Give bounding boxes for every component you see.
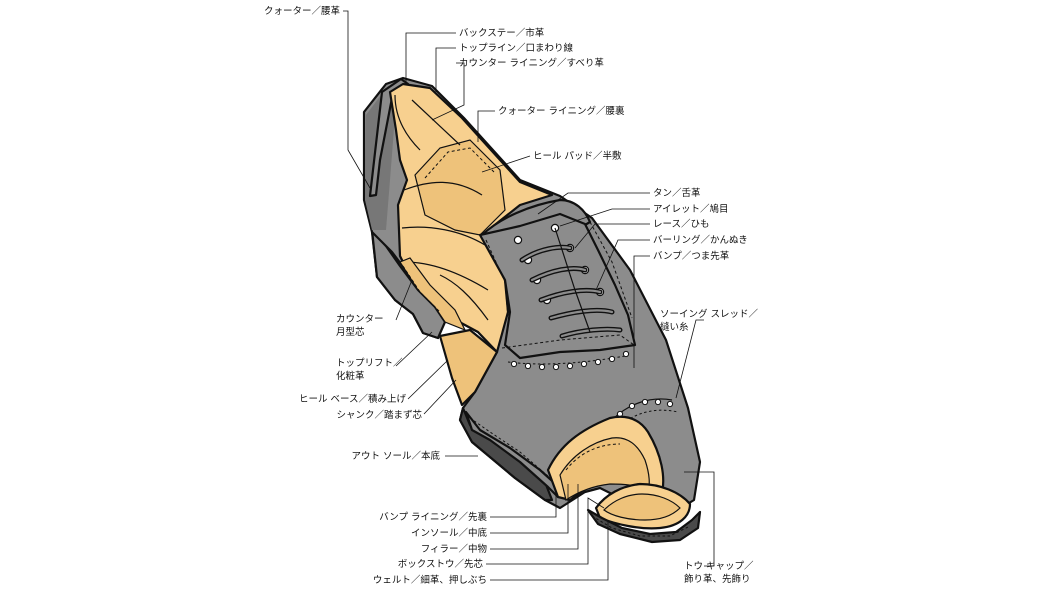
shank [438, 328, 499, 407]
part-labels: クォーター／腰革 バックステー／市革 トップライン／口まわり線 カウンター ライ… [264, 5, 759, 586]
backstay [368, 77, 410, 198]
box-toe [603, 493, 681, 521]
label-top-lift-2: 化粧革 [336, 370, 365, 382]
label-counter: カウンター [336, 314, 384, 325]
outsole-toe [586, 508, 702, 544]
label-shank: シャンク／踏まず芯 [336, 409, 422, 421]
label-lace: レース／ひも [653, 219, 710, 230]
label-eyelet: アイレット／鳩目 [653, 203, 729, 215]
leader-lines [343, 10, 715, 581]
label-toe-cap-2: 飾り革、先飾り [684, 573, 751, 585]
label-vamp: バンプ／つま先革 [653, 250, 730, 262]
label-sewing-thread-2: 縫い糸 [660, 321, 689, 333]
label-welt: ウェルト／細革、押しぶち [373, 574, 487, 586]
filler [559, 437, 650, 501]
label-box-toe: ボックストウ／先芯 [398, 558, 484, 570]
brogue-holes-upper [510, 350, 630, 371]
label-vamp-line: バーリング／かんぬき [653, 234, 748, 246]
label-quarter: クォーター／腰革 [264, 5, 341, 17]
label-vamp-lining: バンプ ライニング／先裏 [379, 511, 487, 523]
label-quarter-lining: クォーター ライニング／腰裏 [498, 105, 625, 117]
label-toe-cap: トウ キャップ／ [684, 561, 754, 572]
quarter-facing [478, 212, 637, 360]
shoe-illustration [362, 76, 702, 544]
label-heel-pad: ヒール パッド／半敷 [533, 150, 622, 162]
label-backstay: バックステー／市革 [459, 27, 545, 39]
label-heel-base: ヒール ベース／積み上げ [299, 393, 407, 405]
label-tongue: タン／舌革 [653, 187, 701, 199]
label-filler: フィラー／中物 [421, 543, 488, 555]
heel-base [370, 228, 447, 340]
label-topline: トップライン／口まわり線 [459, 42, 574, 54]
label-sewing-thread: ソーイング スレッド／ [660, 308, 759, 320]
label-outsole: アウト ソール／本底 [351, 450, 440, 462]
brogue-holes-toe [616, 398, 674, 418]
label-top-lift: トップリフト／ [336, 358, 403, 369]
label-counter-lining: カウンター ライニング／すべり革 [459, 57, 604, 69]
label-insole: インソール／中底 [411, 527, 488, 539]
label-counter-2: 月型芯 [336, 326, 365, 338]
